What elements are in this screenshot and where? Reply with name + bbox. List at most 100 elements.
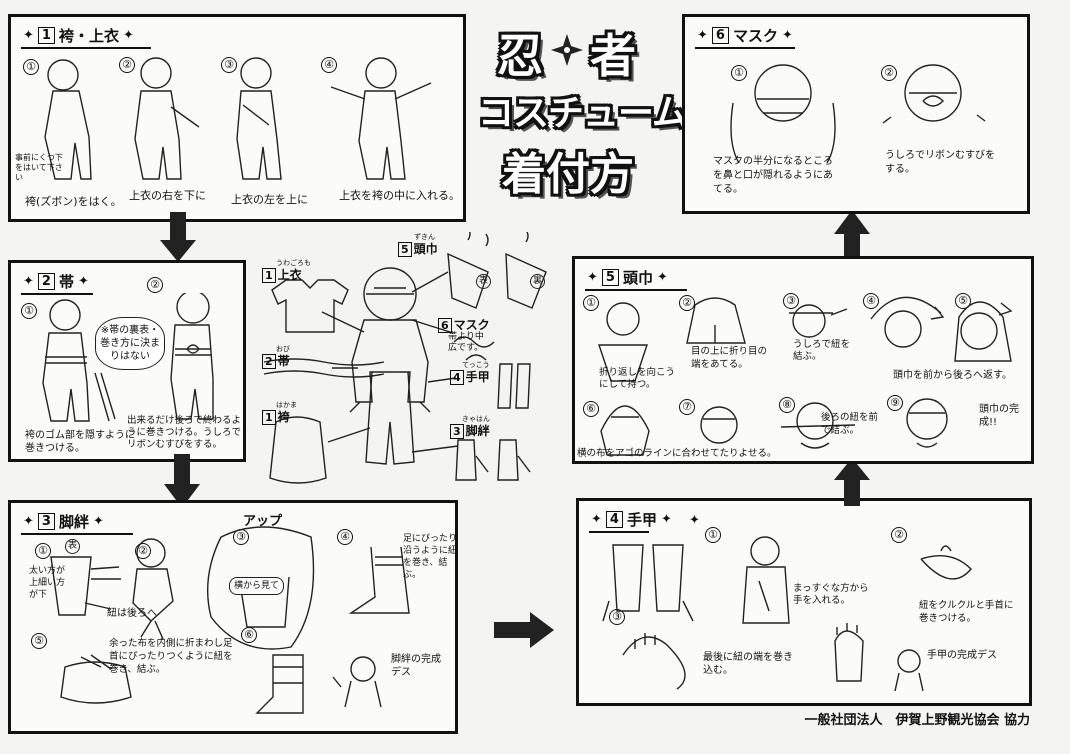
note-ribbon-tie: うしろでリボンむすびをする。 (885, 150, 995, 175)
caption-step-4: 上衣を袴の中に入れる。 (339, 189, 460, 202)
shuriken-icon: ✦ (656, 270, 668, 285)
title-how-to-wear: 着付方 (502, 149, 634, 200)
title-ninja-2: 者 (590, 29, 636, 83)
panel-number: 1 (37, 27, 55, 44)
panel-2-obi: ✦ 2 帯 ✦ ① ② ※帯の裏表・巻き方に決まりはない 袴のゴム部を隠すように… (8, 260, 246, 462)
note-flip-hood: 頭巾を前から後ろへ返す。 (893, 370, 1012, 381)
furigana-hood: ずきん (414, 233, 435, 241)
panel-number: 5 (601, 269, 619, 286)
illustration-kyahan (50, 526, 410, 714)
note-insert-hand: まっすぐな方から手を入れる。 (793, 583, 869, 606)
note-fold-away: 折り返しを向こうにして持つ。 (599, 367, 676, 390)
note-cover-nose-mouth: マスクの半分になるところを鼻と口が隠れるようにあてる。 (713, 156, 833, 195)
step-2: ② (881, 65, 897, 81)
panel-title: ✦ 4 手甲 ✦ (591, 509, 672, 530)
panel-1-hakama-jacket: ✦ 1 袴・上衣 ✦ ① ② ③ ④ 事前にくつ下をはいて下さい 袴(ズボン)を… (8, 14, 466, 222)
furigana-obi: おび (276, 345, 290, 353)
panel-number: 3 (37, 513, 55, 530)
step-2: ② (679, 295, 695, 311)
ninja-figure-illustration (263, 232, 547, 484)
shuriken-icon: ✦ (591, 512, 602, 527)
step-1: ① (35, 543, 51, 559)
up-label: アップ (243, 514, 283, 529)
step-2: ② (891, 527, 907, 543)
shuriken-icon: ✦ (92, 514, 104, 529)
shuriken-icon: ✦ (660, 512, 672, 527)
hood-back-mark: 裏 (530, 274, 545, 289)
shuriken-icon: ✦ (23, 28, 34, 43)
panel-5-hood: ✦ 5 頭巾 ✦ ① ② ③ ④ ⑤ ⑥ ⑦ ⑧ ⑨ 折り返しを向こうにして持つ… (572, 256, 1034, 464)
note-tuck-end: 最後に紐の端を巻き込む。 (703, 652, 793, 676)
panel-number: 2 (37, 273, 55, 290)
furigana-jacket: うわごろも (276, 259, 311, 267)
note-wrap-wrist: 紐をクルクルと手首に巻きつける。 (919, 600, 1014, 624)
mask-note: 帯より中広です。 (448, 332, 484, 353)
front-mark: 表 (65, 539, 80, 554)
step-1: ① (23, 59, 39, 75)
panel-3-kyahan: ✦ 3 脚絆 ✦ ① ② ③ ④ ⑤ ⑥ 表 太い方が上細い方が下 紐は後ろへ … (8, 500, 458, 734)
panel-6-mask: ✦ 6 マスク ✦ ① ② マスクの半分になるところを鼻と口が隠れるようにあてる… (682, 14, 1030, 214)
title-ninja-1: 忍 (497, 29, 543, 83)
arrow-right-icon (494, 612, 554, 648)
note-hood-complete: 頭巾の完成!! (979, 404, 1019, 428)
step-3: ③ (783, 293, 799, 309)
note-thick-top: 太い方が上細い方が下 (29, 566, 66, 600)
title-costume: コスチューム (478, 93, 688, 134)
step-9: ⑨ (887, 395, 903, 411)
caption-step-1: 袴のゴム部を隠すように巻きつける。 (25, 430, 135, 454)
illustration-tekko (602, 536, 972, 692)
arrow-up-icon (834, 458, 870, 506)
step-1: ① (705, 527, 721, 543)
step-7: ⑦ (679, 399, 695, 415)
side-view-tag: 横から見て (229, 577, 285, 595)
panel-4-tekko: ✦ 4 手甲 ✦ ✦ ① ② ③ まっすぐな方から手を入れる。 紐をクルクルと手… (576, 498, 1032, 706)
panel-title-text: 袴・上衣 (58, 27, 119, 45)
note-above-eyes: 目の上に折り目の端をあてる。 (691, 346, 768, 370)
caption-step-2: 上衣の右を下に (129, 189, 206, 202)
panel-title-text: マスク (732, 27, 778, 45)
panel-number: 6 (711, 27, 729, 44)
hood-front-mark: 表 (476, 274, 491, 289)
shuriken-icon: ✦ (77, 274, 89, 289)
step-5: ⑤ (31, 633, 47, 649)
furigana-tekko: てっこう (462, 361, 490, 369)
credit-text: 一般社団法人 伊賀上野観光協会 協力 (804, 713, 1030, 728)
panel-title: ✦ 6 マスク ✦ (697, 25, 793, 46)
note-strings-back: 紐は後ろへ (107, 608, 157, 619)
step-2: ② (147, 277, 163, 293)
arrow-down-icon (164, 454, 200, 508)
note-tie-back: うしろで紐を結ぶ。 (793, 339, 851, 362)
step-4: ④ (321, 57, 337, 73)
shuriken-icon: ✦ (122, 28, 134, 43)
step-5: ⑤ (955, 293, 971, 309)
panel-number: 4 (605, 511, 623, 528)
shuriken-icon: ✦ (587, 270, 598, 285)
arrow-up-icon (834, 210, 870, 262)
panel-title-text: 頭巾 (622, 269, 653, 287)
shuriken-icon: ✦ (697, 28, 708, 43)
shuriken-icon: ✦ (23, 514, 34, 529)
panel-title-text: 手甲 (626, 511, 657, 529)
caption-step-3: 上衣の左を上に (231, 193, 308, 206)
note-wrap-strings: 足にぴったり沿うように紐を巻き、結ぶ。 (403, 534, 458, 580)
step-8: ⑧ (779, 397, 795, 413)
illustration-hood (598, 296, 1013, 456)
furigana-kyahan: きゃはん (462, 415, 490, 423)
step-2: ② (119, 57, 135, 73)
note-gather-chin: 横の布をアゴのラインに合わせてたりよせる。 (577, 448, 777, 459)
illustration-obi (42, 293, 214, 422)
step-4: ④ (337, 529, 353, 545)
note-fold-cloth: 余った布を内側に折まわし足首にぴったりつくように紐を巻き、結ぶ。 (109, 638, 233, 675)
obi-bubble-note: ※帯の裏表・巻き方に決まりはない (95, 317, 165, 370)
illustration-mask (730, 64, 986, 163)
illustration-dressing-hakama (44, 57, 432, 180)
shuriken-icon: ✦ (23, 274, 34, 289)
panel-title-text: 脚絆 (58, 513, 89, 531)
panel-title: ✦ 5 頭巾 ✦ (587, 267, 668, 288)
step-4: ④ (863, 293, 879, 309)
